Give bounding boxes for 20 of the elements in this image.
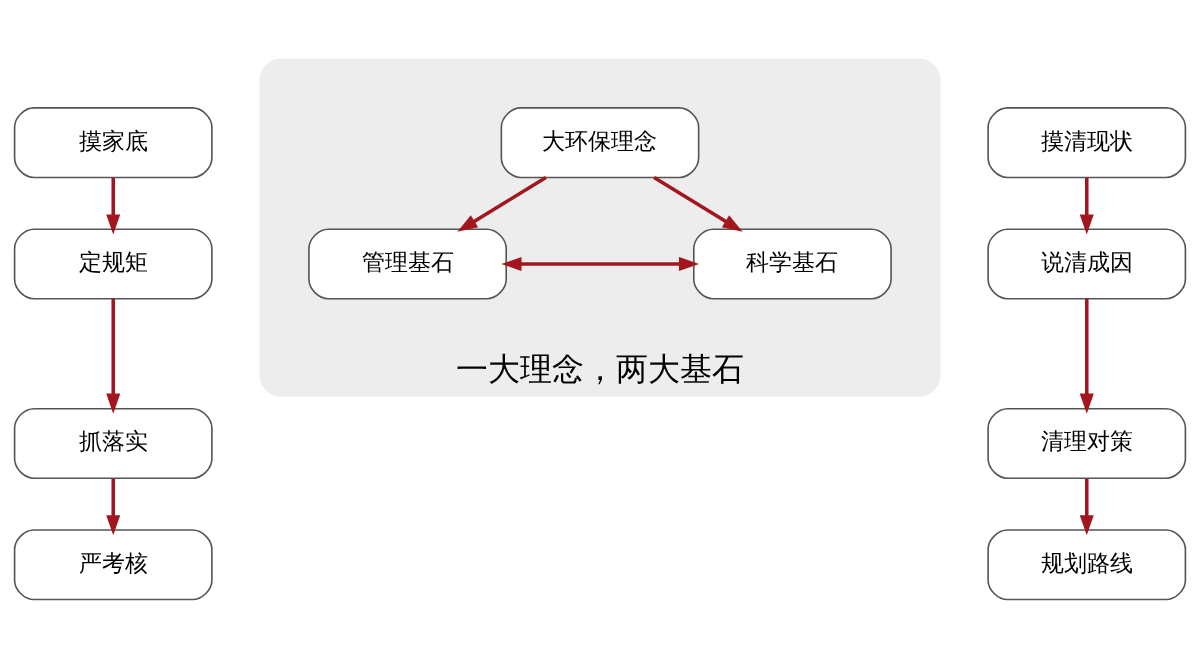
node-box: 严考核 — [13, 529, 213, 601]
node-box: 大环保理念 — [500, 107, 700, 179]
arrow — [1079, 298, 1094, 414]
arrow — [106, 478, 121, 536]
node-box: 科学基石 — [693, 228, 892, 300]
arrow — [1079, 177, 1094, 235]
arrow — [501, 256, 700, 271]
node-box: 清理对策 — [987, 407, 1187, 480]
arrow — [457, 176, 547, 232]
arrow — [106, 298, 121, 414]
node-box: 摸家底 — [13, 107, 213, 179]
arrow — [653, 176, 743, 232]
node-box: 规划路线 — [987, 529, 1187, 601]
arrow — [106, 177, 121, 235]
node-box: 说清成因 — [987, 228, 1187, 300]
arrow — [1079, 478, 1094, 536]
node-box: 定规矩 — [13, 228, 213, 300]
node-box: 管理基石 — [308, 228, 507, 300]
node-box: 摸清现状 — [987, 107, 1187, 179]
node-box: 抓落实 — [13, 407, 213, 480]
